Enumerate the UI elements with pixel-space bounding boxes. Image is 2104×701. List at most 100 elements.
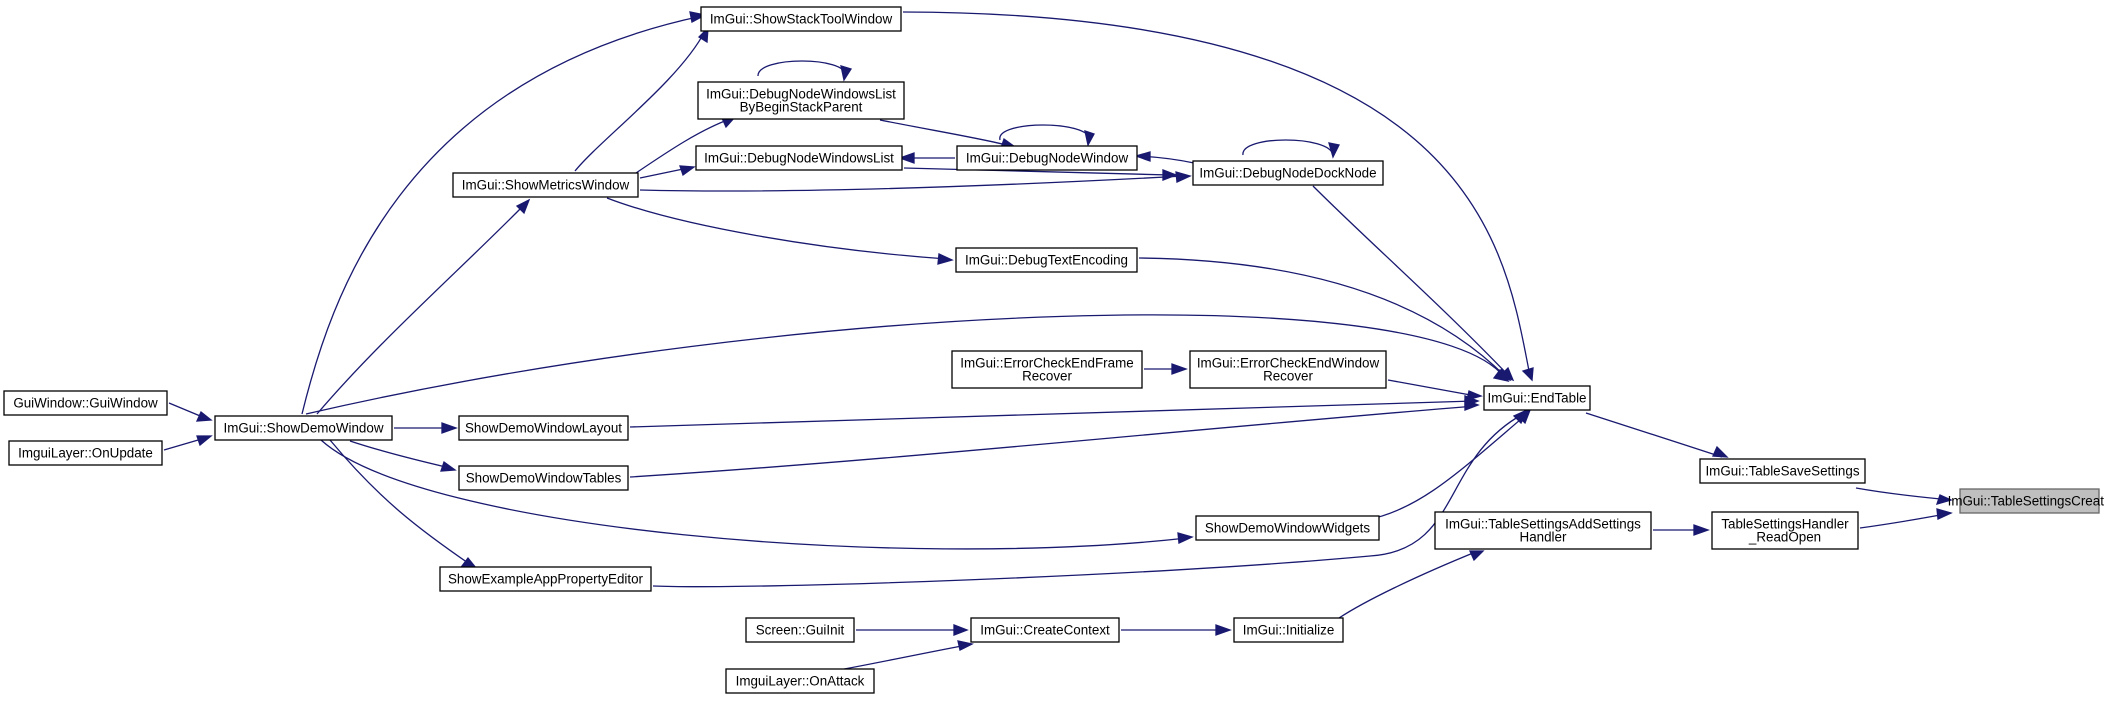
node-box	[951, 350, 1143, 389]
node-box	[695, 145, 903, 171]
node-box	[1195, 515, 1380, 541]
node-box	[745, 617, 855, 643]
edge-line	[305, 314, 1505, 415]
graph-node-debug-node-window[interactable]: ImGui::DebugNodeWindow	[956, 145, 1138, 171]
edge-line	[639, 167, 689, 179]
graph-node-show-metrics[interactable]: ImGui::ShowMetricsWindow	[452, 172, 639, 198]
graph-node-imguilayer-onattack[interactable]: ImguiLayer::OnAttack	[725, 668, 875, 694]
graph-node-save-settings[interactable]: ImGui::TableSaveSettings	[1699, 458, 1866, 484]
graph-node-screen-guiinit[interactable]: Screen::GuiInit	[745, 617, 855, 643]
call-edge	[903, 167, 1178, 181]
edge-line	[316, 203, 526, 415]
edge-line	[1138, 257, 1507, 378]
edge-arrowhead	[515, 198, 531, 215]
graph-node-show-demo-window[interactable]: ImGui::ShowDemoWindow	[214, 415, 393, 441]
edge-line	[639, 175, 1185, 192]
graph-node-handler-readopen[interactable]: TableSettingsHandler_ReadOpen	[1711, 511, 1859, 550]
call-edge	[898, 152, 955, 164]
call-edge	[1133, 151, 1195, 164]
call-edge	[1121, 624, 1232, 636]
graph-node-show-stack-tool[interactable]: ImGui::ShowStackToolWindow	[700, 6, 902, 32]
call-edge	[394, 422, 458, 434]
call-edge	[757, 60, 853, 82]
node-label: ImGui::CreateContext	[980, 623, 1110, 638]
edge-arrowhead	[1693, 524, 1710, 536]
graph-node-imguilayer-onupdate[interactable]: ImguiLayer::OnUpdate	[8, 440, 163, 466]
node-box	[1192, 160, 1384, 186]
node-box	[970, 617, 1120, 643]
node-label: ImguiLayer::OnUpdate	[18, 446, 153, 461]
edge-line	[320, 439, 1188, 550]
node-label: ImGui::DebugTextEncoding	[965, 253, 1128, 268]
graph-node-demo-layout[interactable]: ShowDemoWindowLayout	[458, 415, 629, 441]
edge-line	[757, 60, 847, 77]
edge-arrowhead	[1133, 151, 1151, 162]
node-box	[697, 81, 905, 120]
graph-node-debug-dock-node[interactable]: ImGui::DebugNodeDockNode	[1192, 160, 1384, 186]
node-label: ImGui::TableSaveSettings	[1705, 464, 1859, 479]
edge-arrowhead	[441, 422, 458, 434]
call-edge	[316, 198, 531, 415]
node-label: ShowExampleAppPropertyEditor	[448, 572, 644, 587]
edge-arrowhead	[898, 152, 915, 164]
edge-arrowhead	[1521, 367, 1534, 382]
node-label: ImGui::EndTable	[1488, 391, 1587, 406]
node-label: Recover	[1022, 369, 1072, 384]
node-label: ImGui::DebugNodeWindow	[966, 151, 1129, 166]
call-edge	[574, 26, 709, 172]
edge-arrowhead	[937, 253, 954, 265]
node-box	[700, 6, 902, 32]
graph-node-initialize[interactable]: ImGui::Initialize	[1233, 617, 1344, 643]
node-box	[1959, 488, 2100, 514]
edge-line	[629, 400, 1475, 428]
call-edge	[606, 197, 954, 265]
node-label: ImGui::ShowMetricsWindow	[462, 178, 630, 193]
graph-node-create-context[interactable]: ImGui::CreateContext	[970, 617, 1120, 643]
node-box	[458, 465, 629, 491]
node-label: ImGui::DebugNodeWindowsList	[704, 151, 894, 166]
call-edge	[1855, 487, 1953, 505]
edge-line	[1365, 413, 1528, 521]
node-label: ImGui::ShowDemoWindow	[224, 421, 384, 436]
edge-arrowhead	[679, 165, 696, 177]
edge-line	[832, 644, 968, 672]
node-label: Screen::GuiInit	[756, 623, 845, 638]
graph-node-debug-windows-list-parent[interactable]: ImGui::DebugNodeWindowsListByBeginStackP…	[697, 81, 905, 120]
graph-node-demo-widgets[interactable]: ShowDemoWindowWidgets	[1195, 515, 1380, 541]
edge-line	[999, 124, 1091, 141]
edge-line	[574, 30, 706, 172]
edge-line	[1585, 412, 1723, 458]
graph-node-end-table[interactable]: ImGui::EndTable	[1483, 385, 1591, 411]
node-label: Handler	[1520, 530, 1567, 545]
edge-arrowhead	[953, 624, 969, 636]
edge-line	[1242, 139, 1334, 156]
node-box	[1711, 511, 1859, 550]
graph-node-guiwindow[interactable]: GuiWindow::GuiWindow	[3, 390, 168, 416]
edge-arrowhead	[440, 460, 457, 472]
graph-node-debug-windows-list[interactable]: ImGui::DebugNodeWindowsList	[695, 145, 903, 171]
graph-node-settings-create[interactable]: ImGui::TableSettingsCreate	[1948, 488, 2104, 514]
graph-node-debug-text-encoding[interactable]: ImGui::DebugTextEncoding	[955, 247, 1138, 273]
call-edge	[629, 399, 1480, 478]
graph-node-property-editor[interactable]: ShowExampleAppPropertyEditor	[439, 566, 652, 592]
call-edge	[301, 11, 707, 415]
node-box	[3, 390, 168, 416]
call-edge	[902, 11, 1534, 382]
graph-node-demo-tables[interactable]: ShowDemoWindowTables	[458, 465, 629, 491]
call-edge	[329, 439, 478, 569]
call-edge	[879, 119, 1017, 149]
node-box	[955, 247, 1138, 273]
node-label: GuiWindow::GuiWindow	[13, 396, 158, 411]
node-label: ImGui::DebugNodeDockNode	[1199, 166, 1376, 181]
node-box	[1189, 350, 1387, 389]
edge-line	[1338, 550, 1479, 619]
edge-arrowhead	[196, 435, 213, 447]
edge-arrowhead	[1936, 508, 1953, 520]
node-label: ImGui::TableSettingsCreate	[1948, 494, 2104, 509]
edge-arrowhead	[1468, 550, 1485, 562]
call-edge	[163, 435, 213, 451]
